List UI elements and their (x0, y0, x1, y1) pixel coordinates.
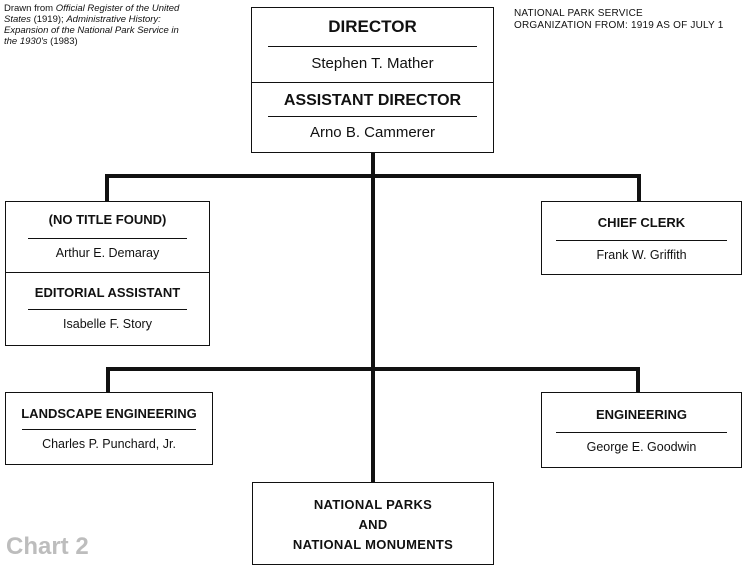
assistant-director-name: Arno B. Cammerer (309, 124, 436, 141)
no-title-title: (NO TITLE FOUND) (48, 212, 167, 227)
source-note-prefix: Drawn from (4, 3, 56, 14)
source-note-mid: (1919); (30, 14, 67, 25)
chart-header: NATIONAL PARK SERVICE ORGANIZATION FROM:… (514, 8, 750, 32)
editorial-assistant-rule (28, 309, 187, 310)
upper-branch-line (105, 174, 641, 178)
header-line1: NATIONAL PARK SERVICE (514, 8, 643, 19)
trunk-line (371, 152, 375, 483)
engineering-box: ENGINEERING George E. Goodwin (541, 392, 742, 468)
source-note: Drawn from Official Register of the Unit… (4, 3, 184, 47)
source-note-title2: Administrative History: Expansion of the… (4, 14, 179, 47)
lower-branch-line (106, 367, 640, 371)
engineering-rule (556, 432, 727, 433)
director-name: Stephen T. Mather (311, 55, 434, 72)
no-title-rule (28, 238, 187, 239)
national-parks-line3: NATIONAL MONUMENTS (292, 537, 454, 552)
director-rule (268, 46, 477, 47)
landscape-engineering-name: Charles P. Punchard, Jr. (42, 437, 176, 451)
national-parks-line1: NATIONAL PARKS (313, 497, 433, 512)
chief-clerk-title: CHIEF CLERK (597, 215, 686, 230)
lower-right-drop (636, 367, 640, 393)
chief-clerk-rule (556, 240, 727, 241)
assistant-director-rule (268, 116, 477, 117)
source-note-suffix: (1983) (47, 36, 78, 47)
lower-left-drop (106, 367, 110, 393)
no-title-name: Arthur E. Demaray (55, 246, 160, 260)
header-line2: ORGANIZATION FROM: 1919 AS OF JULY 1 (514, 20, 724, 31)
engineering-name: George E. Goodwin (586, 440, 697, 454)
national-parks-box: NATIONAL PARKS AND NATIONAL MONUMENTS (252, 482, 494, 565)
director-divider (252, 82, 493, 83)
landscape-engineering-title: LANDSCAPE ENGINEERING (21, 406, 197, 421)
chart-label-watermark: Chart 2 (6, 533, 89, 560)
source-note-title1: Official Register of the United States (4, 3, 180, 25)
assistant-director-title: ASSISTANT DIRECTOR (283, 92, 462, 109)
upper-right-drop (637, 174, 641, 202)
director-title: DIRECTOR (328, 17, 417, 36)
editorial-assistant-title: EDITORIAL ASSISTANT (34, 285, 181, 300)
landscape-engineering-box: LANDSCAPE ENGINEERING Charles P. Punchar… (5, 392, 213, 465)
director-box: DIRECTOR Stephen T. Mather ASSISTANT DIR… (251, 7, 494, 153)
engineering-title: ENGINEERING (595, 407, 687, 422)
upper-left-drop (105, 174, 109, 202)
national-parks-line2: AND (358, 517, 388, 532)
chief-clerk-box: CHIEF CLERK Frank W. Griffith (541, 201, 742, 275)
chief-clerk-name: Frank W. Griffith (596, 248, 687, 262)
no-title-box: (NO TITLE FOUND) Arthur E. Demaray EDITO… (5, 201, 210, 346)
left-box-divider (6, 272, 209, 273)
landscape-engineering-rule (22, 429, 196, 430)
editorial-assistant-name: Isabelle F. Story (63, 317, 152, 331)
